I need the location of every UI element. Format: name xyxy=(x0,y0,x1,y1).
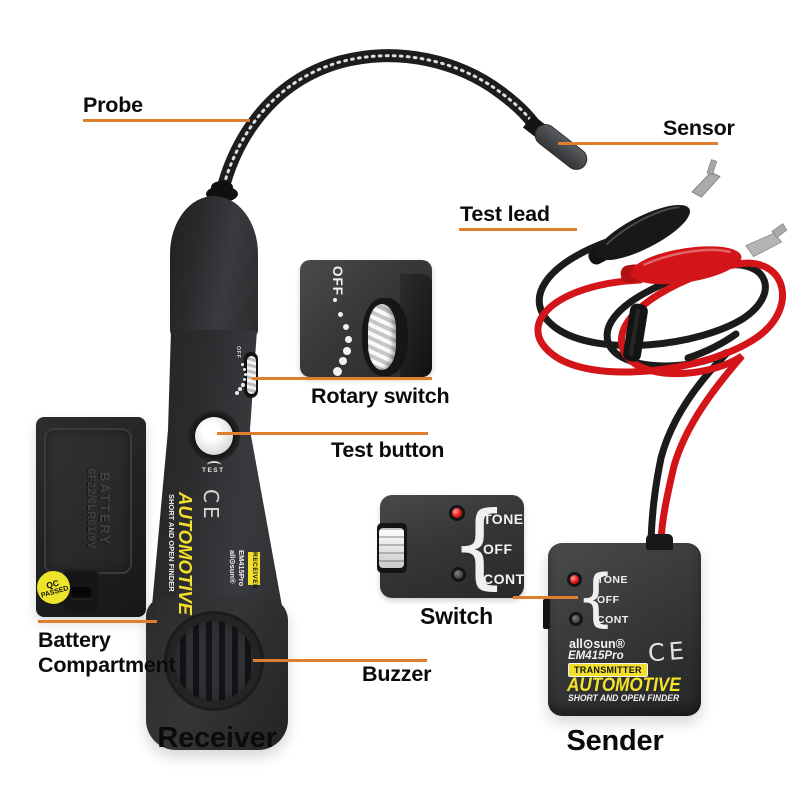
switch-position-off: OFF xyxy=(483,541,513,557)
switch-pointer-line xyxy=(513,596,578,599)
cont-led xyxy=(572,615,580,623)
sender-model: EM415Pro xyxy=(568,650,624,662)
rotary-switch-inset: OFF xyxy=(300,260,432,377)
stick-rotary-dot xyxy=(241,383,245,387)
buzzer-speaker xyxy=(167,614,261,708)
rotary-dot xyxy=(333,367,343,377)
battery-latch-slot xyxy=(71,587,92,600)
sensor-pointer-line xyxy=(558,142,718,145)
switch-label: Switch xyxy=(420,603,493,629)
sender-role-badge: TRANSMITTER xyxy=(568,663,648,677)
rotary-dot xyxy=(338,312,344,318)
receiver-handle xyxy=(170,196,258,338)
gooseneck-probe xyxy=(206,49,543,202)
receiver-caption: Receiver xyxy=(157,722,277,754)
test-lead-wires xyxy=(534,236,786,545)
sender-brand-logo: all⊙sun® xyxy=(569,637,625,651)
stick-off-caption: OFF xyxy=(235,346,241,359)
rotary-dot xyxy=(339,357,348,366)
test-button-pointer-line xyxy=(217,432,428,435)
battery-embossed-text: BATTERY 6F22/6LR61/9V xyxy=(85,468,112,550)
probe-label: Probe xyxy=(83,93,143,117)
ce-mark: CE xyxy=(647,636,689,668)
black-wire xyxy=(535,236,769,545)
test-button-label: Test button xyxy=(331,438,445,462)
sender-body: { TONE OFF CONT all⊙sun® EM415Pro TRANSM… xyxy=(543,534,701,716)
test-button-caption: TEST xyxy=(202,467,225,474)
switch-position-cont: CONT xyxy=(483,571,525,587)
sender-print-subtitle: SHORT AND OPEN FINDER xyxy=(568,693,680,703)
brace-glyph: { xyxy=(576,561,616,634)
rotary-dot xyxy=(343,347,351,355)
alligator-clip-black xyxy=(588,159,721,265)
wire-tie xyxy=(623,303,648,362)
stick-rotary-dot xyxy=(241,363,244,366)
probe-pointer-line xyxy=(83,119,250,122)
slide-switch-knob xyxy=(379,528,404,568)
rotary-switch-label: Rotary switch xyxy=(311,384,450,408)
rotary-dot xyxy=(343,324,349,330)
switch-position-tone: TONE xyxy=(483,511,524,527)
rotary-off-caption: OFF xyxy=(330,266,345,296)
sender-side-switch xyxy=(543,599,550,629)
rotary-dot xyxy=(345,336,352,343)
sensor-tip xyxy=(522,114,588,170)
battery-compartment-photo: BATTERY 6F22/6LR61/9V QC PASSED xyxy=(33,417,146,617)
rotary-dot xyxy=(333,298,338,303)
battery-pointer-line xyxy=(38,620,157,623)
buzzer-label: Buzzer xyxy=(362,662,432,686)
switch-position-off: OFF xyxy=(597,594,620,606)
tone-led xyxy=(570,575,579,584)
test-button xyxy=(195,417,233,455)
sender-print-title: AUTOMOTIVE xyxy=(567,675,681,696)
stick-rotary-dot xyxy=(244,373,247,376)
buzzer-pointer-line xyxy=(253,659,427,662)
switch-inset: { TONE OFF CONT xyxy=(377,492,525,599)
receiver-role-badge: RECEIVER xyxy=(248,552,260,589)
tone-led xyxy=(452,508,462,518)
ce-mark: CE xyxy=(199,489,223,522)
stick-thumbwheel xyxy=(247,356,256,394)
receiver-model: EM415Pro xyxy=(237,550,246,587)
stick-rotary-dot xyxy=(243,378,247,382)
rotary-thumbwheel xyxy=(368,304,396,370)
stick-rotary-dot xyxy=(243,368,246,371)
battery-door xyxy=(44,428,132,574)
stick-rotary-dot xyxy=(235,391,240,396)
switch-position-cont: CONT xyxy=(597,614,629,626)
test-button-arc xyxy=(207,461,221,469)
stick-rotary-dot xyxy=(238,387,242,391)
test-lead-pointer-line xyxy=(459,228,577,231)
receiver-print-subtitle: SHORT AND OPEN FINDER xyxy=(167,494,176,592)
sender-caption: Sender xyxy=(566,725,664,757)
battery-compartment-label: Battery Compartment xyxy=(38,628,176,677)
red-wire xyxy=(534,259,786,545)
wire-strain-relief xyxy=(646,534,673,550)
alligator-clip-red xyxy=(620,223,788,285)
sensor-label: Sensor xyxy=(663,116,735,140)
test-lead-label: Test lead xyxy=(460,202,550,226)
brace-glyph: { xyxy=(450,492,509,599)
switch-position-tone: TONE xyxy=(597,574,628,586)
cont-led xyxy=(454,570,463,579)
rotary-switch-pointer-line xyxy=(252,377,432,380)
